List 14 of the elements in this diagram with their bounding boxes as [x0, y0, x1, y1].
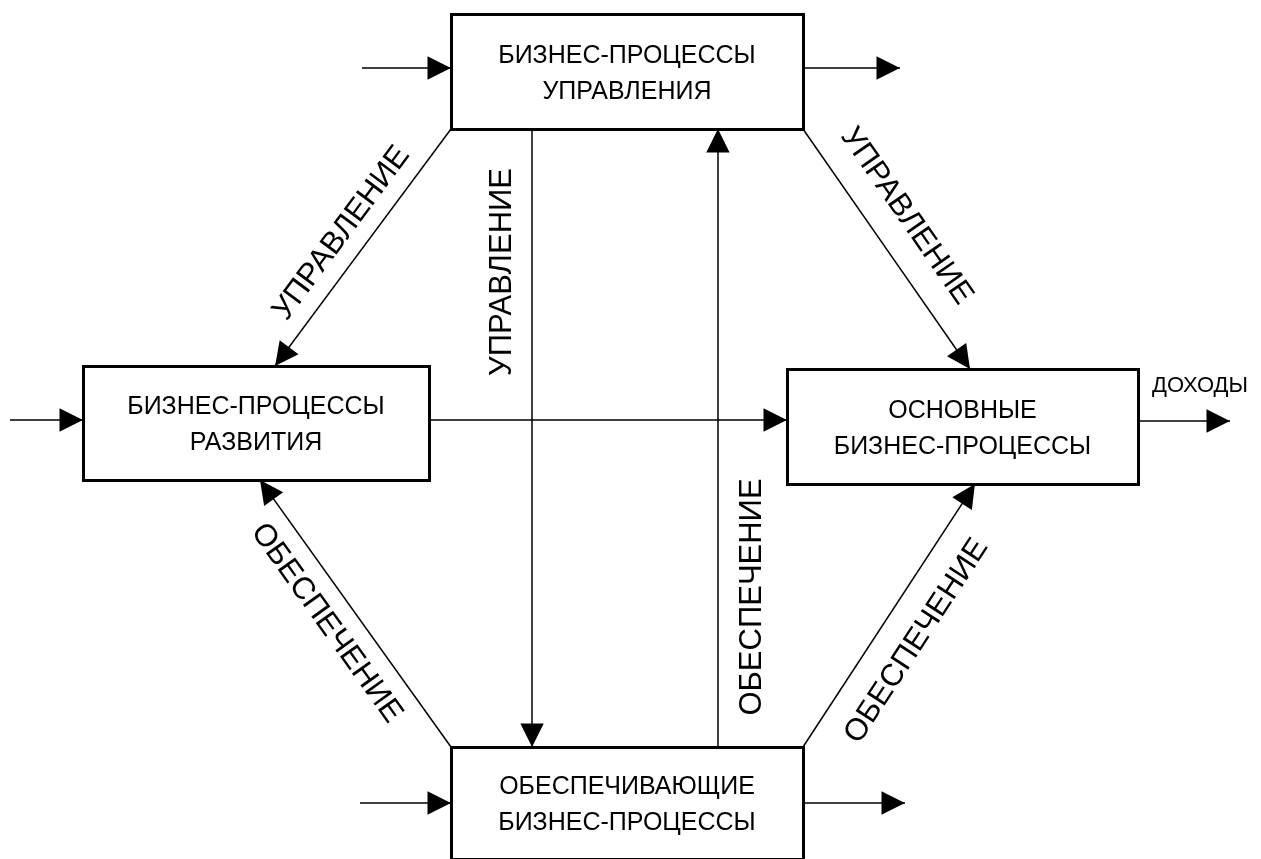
- arrow: [9, 408, 84, 432]
- arrow: [361, 56, 452, 80]
- edge-label: ДОХОДЫ: [1152, 374, 1248, 396]
- box-label: ОБЕСПЕЧИВАЮЩИЕ БИЗНЕС-ПРОЦЕССЫ: [498, 770, 756, 837]
- box-label: БИЗНЕС-ПРОЦЕССЫ РАЗВИТИЯ: [127, 390, 385, 457]
- process-box: [785, 367, 1140, 486]
- arrow: [802, 128, 971, 370]
- box-label: ОСНОВНЫЕ БИЗНЕС-ПРОЦЕССЫ: [833, 393, 1092, 461]
- process-box: [449, 12, 805, 131]
- box-label: БИЗНЕС-ПРОЦЕССЫ УПРАВЛЕНИЯ: [498, 38, 756, 106]
- arrow: [359, 791, 452, 815]
- process-box: [81, 364, 431, 482]
- process-box: [449, 745, 805, 859]
- arrow: [274, 128, 452, 367]
